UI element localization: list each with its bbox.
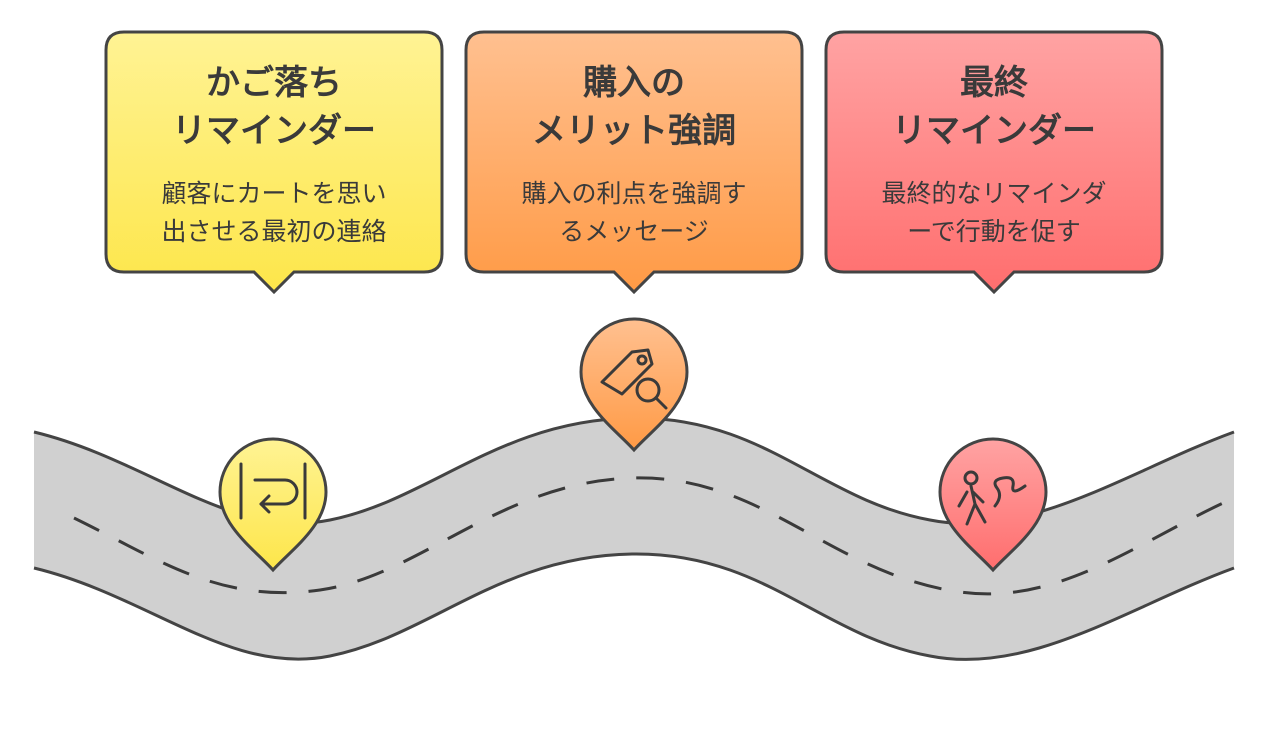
callout-description-line: 出させる最初の連絡 [161,217,386,246]
callout-title-line: リマインダー [172,111,376,151]
return-arrow-icon [239,462,307,520]
location-pins [218,317,1048,573]
callout-bubble [104,30,444,295]
callout-title-line: かご落ち [206,63,342,103]
callout-bubble [464,30,804,295]
callout-title-line: メリット強調 [532,111,736,151]
pin-shape [938,437,1048,573]
callout-description-line: 顧客にカートを思い [161,179,386,208]
road-edge-bottom [33,552,1235,661]
callout-title-line: 最終 [960,63,1028,103]
person-walking-path-icon [957,470,1027,526]
pin-3 [938,437,1048,573]
price-tag-search-icon [600,348,668,410]
callout-bubble [824,30,1164,295]
callout-description-line: 購入の利点を強調す [521,179,746,208]
callout-description-line: ーで行動を促す [907,217,1081,246]
callout-title-line: リマインダー [892,111,1096,151]
pin-2 [579,317,689,453]
callout-description-line: 最終的なリマインダ [881,179,1106,208]
callout-description-line: るメッセージ [559,217,709,246]
pin-shape [579,317,689,453]
road-surface [34,417,1234,660]
callout-title-line: 購入の [583,63,685,103]
callouts: かご落ちリマインダー顧客にカートを思い出させる最初の連絡購入のメリット強調購入の… [104,30,1164,295]
pin-1 [218,437,328,573]
road [33,416,1235,661]
